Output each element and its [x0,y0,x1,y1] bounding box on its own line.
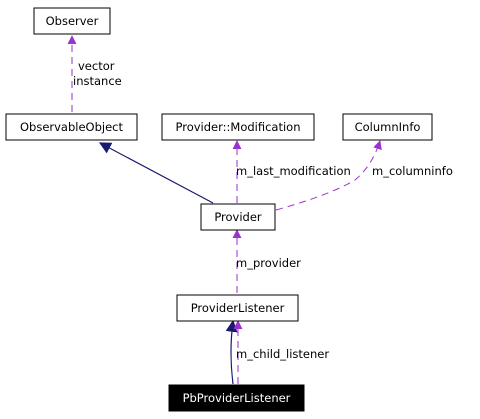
label-instance: instance [73,74,122,88]
label-m-last-modification: m_last_modification [236,164,351,178]
edge-provider-to-observable [98,142,214,204]
node-pb-provider-listener[interactable]: PbProviderListener [168,384,305,412]
label-m-provider: m_provider [236,256,301,270]
node-observable-object[interactable]: ObservableObject [5,113,138,141]
node-column-info[interactable]: ColumnInfo [342,113,433,141]
node-observable-object-label: ObservableObject [20,120,124,134]
node-observer-label: Observer [46,14,99,28]
label-m-child-listener: m_child_listener [236,347,329,361]
node-provider-listener-label: ProviderListener [191,301,285,315]
node-provider-modification[interactable]: Provider::Modification [161,113,315,141]
edge-pblistener-to-listener-inheritance [225,319,238,385]
node-pb-provider-listener-label: PbProviderListener [183,391,291,405]
node-provider-modification-label: Provider::Modification [176,120,301,134]
label-m-columninfo: m_columninfo [372,164,453,178]
node-provider[interactable]: Provider [200,203,276,231]
node-provider-label: Provider [214,210,262,224]
edge-provider-to-columninfo [275,140,382,211]
node-observer[interactable]: Observer [33,7,111,35]
node-column-info-label: ColumnInfo [355,120,421,134]
node-provider-listener[interactable]: ProviderListener [176,294,299,322]
label-vector: vector [78,59,115,73]
